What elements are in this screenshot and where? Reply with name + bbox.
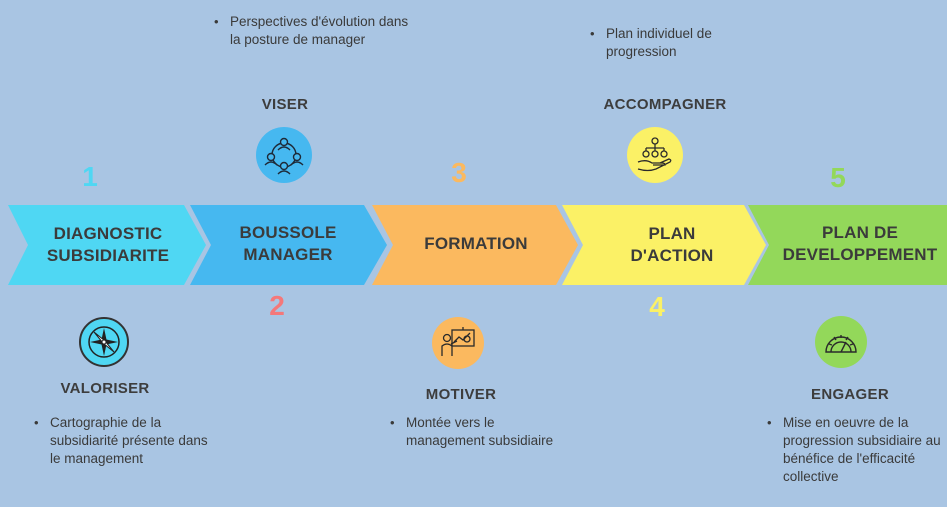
bullet-dot: • [590, 26, 595, 41]
gauge-icon [815, 316, 867, 368]
stage-5-number: 5 [830, 162, 846, 193]
callout-3-title: MOTIVER [425, 386, 497, 403]
stage-1-label: DIAGNOSTIC SUBSIDIARITE [28, 220, 188, 270]
callout-2-text: • Perspectives d'évolution dans la postur… [212, 13, 410, 49]
stage-2-number: 2 [269, 290, 285, 321]
callout-5-title: ENGAGER [811, 386, 889, 403]
bullet-dot: • [767, 415, 772, 430]
stage-1-label-line1: DIAGNOSTIC [53, 224, 163, 243]
stage-4-arrow [562, 205, 766, 285]
callout-2-text-content: Perspectives d'évolution dans la posture… [230, 14, 409, 47]
callout-4-title: ACCOMPAGNER [603, 96, 727, 113]
stage-5-arrow [748, 205, 947, 285]
stage-4-number: 4 [649, 291, 665, 322]
stage-2-label-line1: BOUSSOLE [239, 223, 337, 242]
stage-5-label: PLAN DE DEVELOPPEMENT [774, 219, 946, 269]
callout-2-title: VISER [261, 96, 309, 113]
callout-1-title: VALORISER [60, 380, 150, 397]
callout-1-text: • Cartographie de la subsidiarité présent… [32, 414, 210, 468]
callout-3-text: • Montée vers le management subsidiaire [388, 414, 556, 450]
compass-icon [79, 317, 129, 367]
stage-2-label-line2: MANAGER [243, 245, 333, 264]
stage-5-label-line1: PLAN DE [821, 223, 899, 242]
stage-4-label: PLAN D'ACTION [592, 220, 752, 270]
callout-4-text-content: Plan individuel de progression [606, 26, 712, 59]
stage-3-arrow [372, 205, 578, 285]
team-network-icon [256, 127, 312, 183]
stage-5-label-line2: DEVELOPPEMENT [782, 245, 938, 264]
stage-1-label-line2: SUBSIDIARITE [46, 246, 170, 265]
stage-4-label-line1: PLAN [648, 224, 696, 243]
stage-4-label-line2: D'ACTION [630, 246, 714, 265]
stage-2-label: BOUSSOLE MANAGER [208, 219, 368, 269]
stage-3-number: 3 [451, 157, 467, 188]
callout-1-text-content: Cartographie de la subsidiarité présente… [50, 415, 208, 466]
presentation-icon [432, 317, 484, 369]
bullet-dot: • [390, 415, 395, 430]
bullet-dot: • [34, 415, 39, 430]
callout-4-text: • Plan individuel de progression [588, 25, 776, 61]
callout-3-text-content: Montée vers le management subsidiaire [406, 415, 554, 448]
callout-5-text-content: Mise en oeuvre de la progression subsidi… [783, 415, 941, 484]
stage-1-number: 1 [82, 161, 98, 192]
stage-3-label-line1: FORMATION [424, 234, 528, 253]
bullet-dot: • [214, 14, 219, 29]
callout-5-text: • Mise en oeuvre de la progression subsid… [765, 414, 947, 486]
stage-1-arrow [8, 205, 206, 285]
hand-org-chart-icon [627, 127, 683, 183]
stage-3-label: FORMATION [392, 219, 560, 269]
stage-2-arrow [190, 205, 387, 285]
